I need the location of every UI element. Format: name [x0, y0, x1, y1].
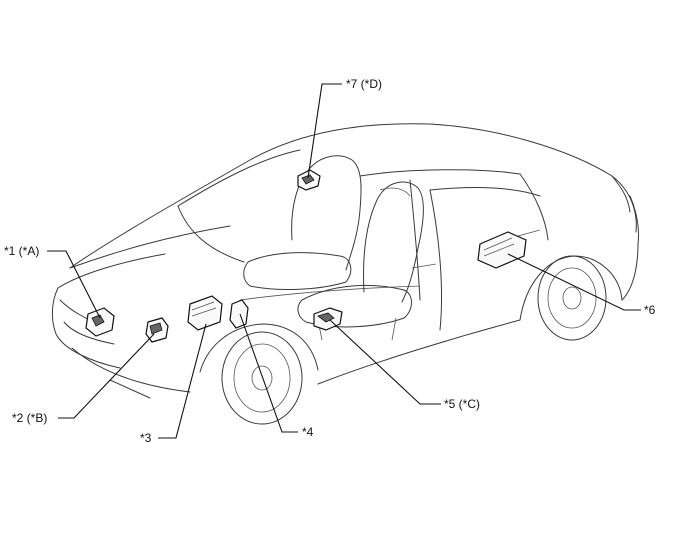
callout-label-1: *1 (*A) [4, 244, 39, 258]
component-6 [477, 231, 527, 269]
callout-labels: *1 (*A) *2 (*B) *3 *4 *5 (*C) *6 *7 (*D) [4, 77, 656, 445]
leader-lines [47, 83, 641, 439]
callout-label-5: *5 (*C) [444, 397, 480, 411]
callout-label-7: *7 (*D) [346, 77, 382, 91]
component-4 [229, 299, 249, 329]
callout-label-2: *2 (*B) [12, 411, 47, 425]
car-body-outline [51, 123, 639, 425]
seats [243, 155, 424, 341]
callout-label-3: *3 [140, 431, 152, 445]
component-1 [85, 307, 115, 337]
callout-label-4: *4 [302, 425, 314, 439]
callout-label-6: *6 [644, 303, 656, 317]
component-7 [297, 169, 321, 191]
component-3 [187, 295, 223, 331]
